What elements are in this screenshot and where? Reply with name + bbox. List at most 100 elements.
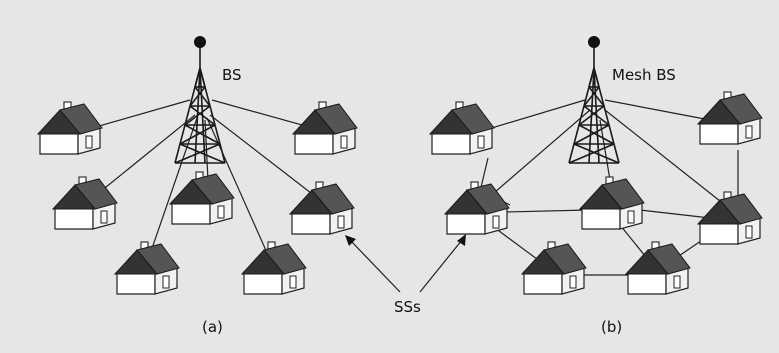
tower-brace: [199, 67, 206, 88]
house-front-wall: [171, 201, 211, 225]
house-a2: [291, 101, 358, 155]
house-b4: [443, 181, 510, 235]
link-bs-house-a1: [84, 99, 191, 131]
tower-brace: [568, 143, 615, 164]
house-front-wall: [523, 271, 563, 295]
house-door: [217, 205, 225, 219]
link-bs-house-a7: [206, 117, 269, 256]
tower-brace: [174, 143, 221, 164]
house-front-wall: [627, 271, 667, 295]
panel-a-label: (a): [202, 318, 223, 336]
house-roof-side: [719, 93, 763, 125]
house-door: [340, 135, 348, 149]
house-front-wall: [54, 206, 94, 230]
tower-brace: [194, 86, 211, 107]
link-meshbs-house-b2: [604, 99, 711, 121]
house-roof-side: [647, 243, 691, 275]
link-bs-house-a3: [89, 114, 196, 201]
house-front-wall: [39, 131, 79, 155]
house-front-wall: [243, 271, 283, 295]
mesh-bs-label: Mesh BS: [612, 66, 676, 84]
house-a6: [113, 241, 180, 295]
tower-brace: [573, 124, 610, 145]
house-a3: [51, 176, 118, 230]
tower-brace: [593, 67, 600, 88]
link-meshbs-house-b5: [599, 119, 611, 181]
bs-label: BS: [222, 66, 242, 84]
house-door: [627, 210, 635, 224]
house-front-wall: [581, 206, 621, 230]
house-roof-side: [136, 243, 180, 275]
link-meshbs-house-b1: [484, 99, 586, 131]
house-roof-side: [466, 183, 510, 215]
link-bs-house-a6: [147, 117, 198, 261]
house-a7: [240, 241, 307, 295]
house-front-wall: [699, 121, 739, 145]
house-door: [745, 225, 753, 239]
tower-brace: [583, 86, 600, 107]
house-door: [477, 135, 485, 149]
house-roof-side: [59, 103, 103, 135]
house-front-wall: [431, 131, 471, 155]
tower-brace: [583, 105, 610, 126]
house-door: [100, 210, 108, 224]
house-door: [492, 215, 500, 229]
house-door: [289, 275, 297, 289]
arrow-ss-left: [349, 239, 401, 293]
house-roof-side: [191, 173, 235, 205]
tower-brace: [194, 67, 201, 88]
tower-brace: [588, 86, 605, 107]
ss-label: SSs: [394, 298, 421, 316]
house-roof-side: [314, 103, 358, 135]
tower-brace: [578, 105, 605, 126]
tower-brace: [578, 124, 615, 145]
link-meshbs-house-b6: [604, 109, 726, 206]
house-front-wall: [294, 131, 334, 155]
tower-brace: [179, 124, 216, 145]
house-roof-side: [263, 243, 307, 275]
tower-brace: [189, 86, 206, 107]
link-bs-house-a5: [209, 114, 321, 201]
antenna-icon: [588, 36, 600, 48]
house-door: [745, 125, 753, 139]
house-b1: [428, 101, 495, 155]
house-door: [85, 135, 93, 149]
antenna-icon: [194, 36, 206, 48]
house-front-wall: [446, 211, 486, 235]
arrow-ss-right-head: [457, 234, 466, 246]
tower-brace: [184, 105, 211, 126]
subscriber-stations: [36, 91, 763, 295]
house-b6: [696, 191, 763, 245]
tower-brace: [573, 143, 620, 164]
house-front-wall: [116, 271, 156, 295]
mesh-bs-tower: [568, 36, 620, 164]
ss-arrows: [345, 234, 466, 293]
house-roof-side: [74, 178, 118, 210]
tower-brace: [588, 67, 595, 88]
house-door: [337, 215, 345, 229]
link-b5-b6: [639, 209, 711, 219]
tower-brace: [184, 124, 221, 145]
house-a1: [36, 101, 103, 155]
house-roof-side: [311, 183, 355, 215]
house-b7: [520, 241, 587, 295]
house-roof-side: [451, 103, 495, 135]
house-a4: [168, 171, 235, 225]
tower-brace: [189, 105, 216, 126]
house-door: [162, 275, 170, 289]
house-b2: [696, 91, 763, 145]
tower-brace: [179, 143, 226, 164]
house-a5: [288, 181, 355, 235]
bs-tower: [174, 36, 226, 164]
house-front-wall: [291, 211, 331, 235]
house-front-wall: [699, 221, 739, 245]
arrow-ss-left-head: [345, 235, 356, 246]
house-b5: [578, 176, 645, 230]
house-roof-side: [543, 243, 587, 275]
arrow-ss-right: [419, 239, 463, 293]
house-b8: [624, 241, 691, 295]
pmp-links: [84, 99, 321, 261]
panel-b-label: (b): [601, 318, 622, 336]
